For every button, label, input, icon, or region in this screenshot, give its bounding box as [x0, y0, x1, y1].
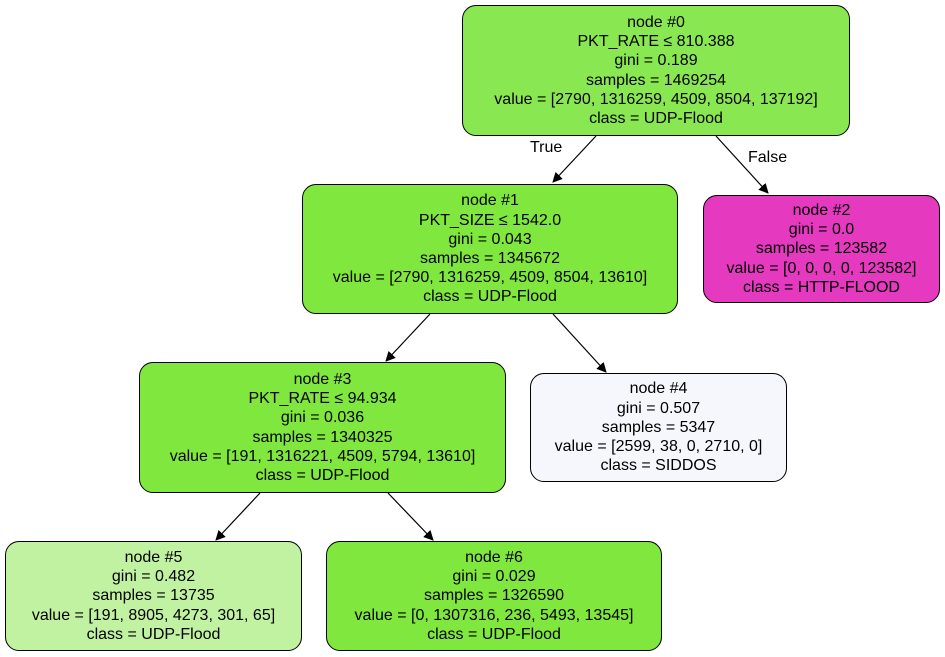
tree-node-2: node #2 gini = 0.0 samples = 123582 valu…: [703, 195, 940, 303]
node-split: PKT_RATE ≤ 94.934: [248, 390, 397, 408]
node-value: value = [0, 0, 0, 0, 123582]: [726, 259, 917, 277]
node-id: node #5: [124, 548, 183, 566]
tree-node-6: node #6 gini = 0.029 samples = 1326590 v…: [326, 541, 662, 651]
tree-node-1: node #1 PKT_SIZE ≤ 1542.0 gini = 0.043 s…: [302, 184, 678, 314]
node-samples: samples = 1340325: [252, 428, 393, 446]
edge-node1-node4: [552, 313, 607, 373]
node-id: node #3: [293, 370, 352, 388]
node-samples: samples = 1326590: [423, 587, 565, 605]
node-value: value = [2790, 1316259, 4509, 8504, 1371…: [494, 90, 818, 108]
node-class: class = UDP-Flood: [86, 625, 221, 643]
node-id: node #4: [629, 380, 688, 398]
node-gini: gini = 0.036: [280, 409, 365, 427]
node-class: class = SIDDOS: [600, 457, 717, 475]
node-gini: gini = 0.029: [452, 568, 536, 586]
node-id: node #2: [792, 201, 851, 219]
tree-node-3: node #3 PKT_RATE ≤ 94.934 gini = 0.036 s…: [139, 362, 506, 493]
node-gini: gini = 0.507: [616, 399, 701, 417]
edge-node0-node1: [552, 135, 597, 183]
node-gini: gini = 0.0: [788, 221, 855, 239]
node-value: value = [2599, 38, 0, 2710, 0]: [554, 438, 763, 456]
edge-node3-node5: [215, 492, 261, 541]
node-samples: samples = 5347: [601, 418, 716, 436]
edge-node1-node3: [385, 313, 431, 362]
tree-node-4: node #4 gini = 0.507 samples = 5347 valu…: [530, 373, 787, 482]
node-gini: gini = 0.189: [614, 52, 698, 70]
node-value: value = [191, 8905, 4273, 301, 65]: [31, 606, 276, 624]
node-gini: gini = 0.043: [448, 230, 532, 248]
node-class: class = UDP-Flood: [427, 625, 561, 643]
node-value: value = [0, 1307316, 236, 5493, 13545]: [354, 606, 634, 624]
tree-node-0: node #0 PKT_RATE ≤ 810.388 gini = 0.189 …: [462, 5, 850, 136]
node-class: class = UDP-Flood: [255, 466, 390, 484]
node-split: PKT_SIZE ≤ 1542.0: [418, 211, 562, 229]
edge-label-true: True: [530, 139, 563, 156]
edge-node0-node2: [715, 135, 769, 194]
node-samples: samples = 13735: [92, 587, 215, 605]
edge-label-false: False: [748, 149, 788, 166]
node-split: PKT_RATE ≤ 810.388: [577, 33, 735, 51]
node-samples: samples = 1469254: [585, 71, 727, 89]
node-class: class = UDP-Flood: [423, 288, 557, 306]
node-samples: samples = 123582: [755, 240, 888, 258]
node-value: value = [191, 1316221, 4509, 5794, 13610…: [169, 447, 476, 465]
node-class: class = UDP-Flood: [589, 109, 723, 127]
node-id: node #1: [461, 192, 519, 210]
tree-node-5: node #5 gini = 0.482 samples = 13735 val…: [5, 541, 302, 651]
node-id: node #0: [627, 13, 685, 31]
edge-node3-node6: [387, 492, 434, 541]
node-class: class = HTTP-FLOOD: [743, 278, 900, 296]
node-id: node #6: [465, 548, 523, 566]
node-gini: gini = 0.482: [111, 568, 196, 586]
node-value: value = [2790, 1316259, 4509, 8504, 1361…: [332, 269, 648, 287]
node-samples: samples = 1345672: [419, 250, 561, 267]
